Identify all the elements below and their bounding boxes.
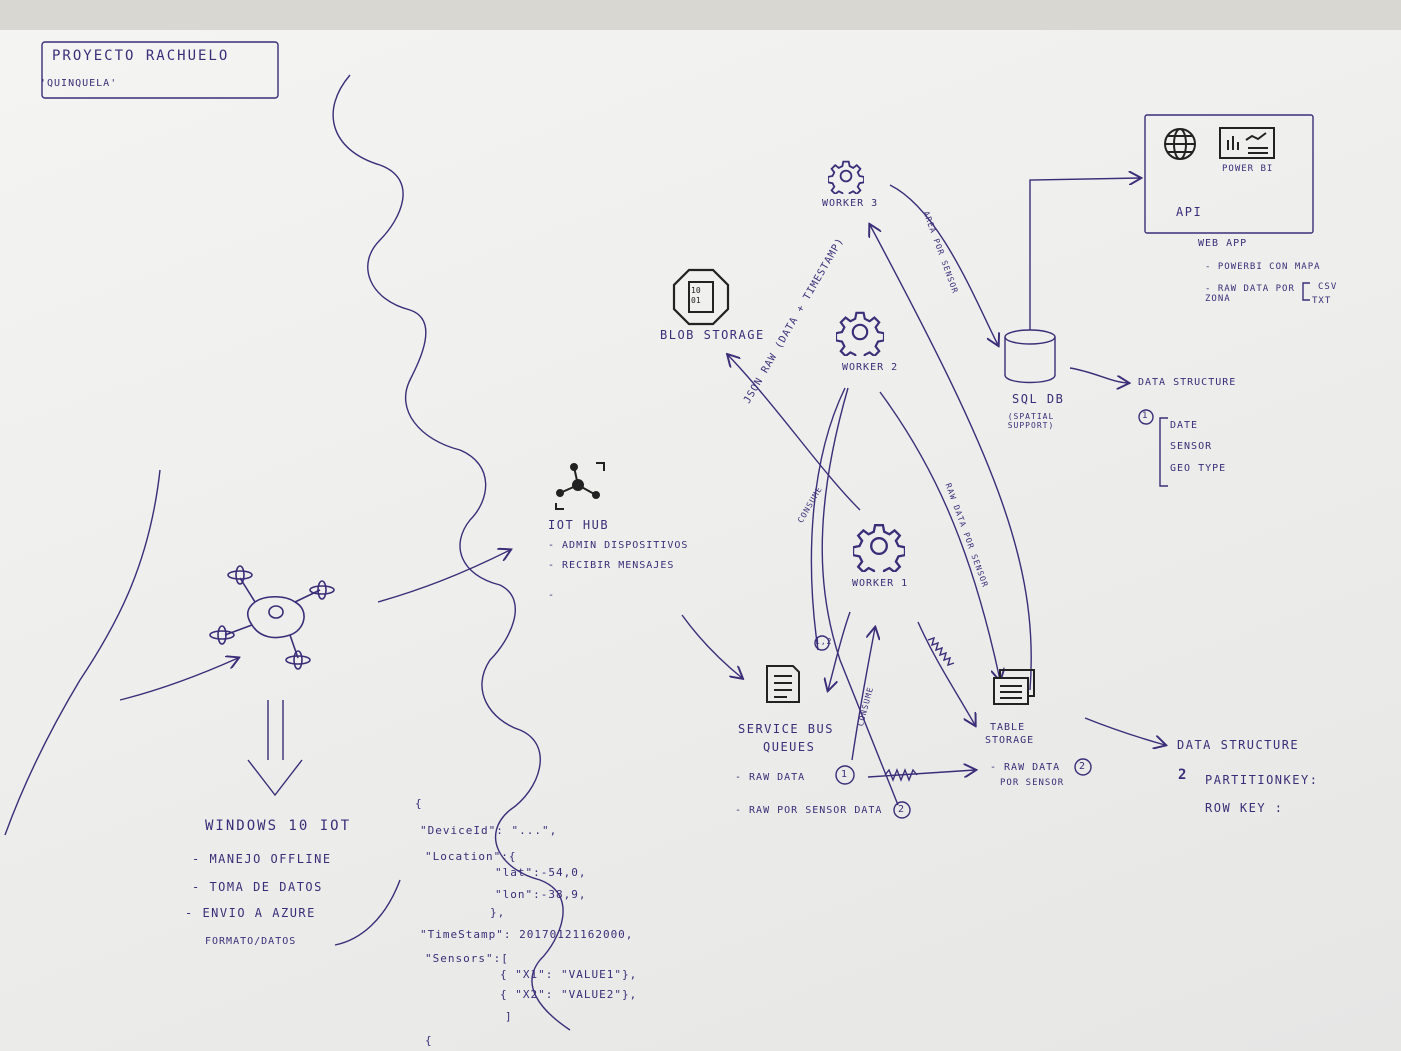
sql-structure-item: DATE bbox=[1170, 420, 1199, 431]
powerbi-label: POWER BI bbox=[1222, 164, 1274, 174]
service-bus-num: 2 bbox=[898, 804, 906, 815]
json-line: { "X2": "VALUE2"}, bbox=[500, 988, 638, 1001]
json-line: }, bbox=[490, 906, 506, 919]
iot-hub-item: - ADMIN DISPOSITIVOS bbox=[548, 540, 689, 551]
table-structure-label: DATA STRUCTURE bbox=[1177, 738, 1300, 752]
iot-hub-item: - RECIBIR MENSAJES bbox=[548, 560, 675, 571]
service-bus-item: - RAW DATA bbox=[735, 772, 806, 783]
service-bus-label: QUEUES bbox=[763, 740, 816, 754]
json-line: { bbox=[425, 1034, 433, 1047]
table-storage-num: 2 bbox=[1079, 761, 1087, 772]
table-storage-label: TABLE bbox=[990, 722, 1026, 733]
web-app-item: - POWERBI CON MAPA bbox=[1205, 262, 1321, 272]
json-line: "Location":{ bbox=[425, 850, 517, 863]
gear-icon bbox=[851, 520, 907, 579]
json-line: { bbox=[415, 797, 423, 810]
sql-db-label: SQL DB bbox=[1012, 392, 1065, 406]
drone-icon bbox=[200, 560, 350, 679]
windows-iot-item: - ENVIO A AZURE bbox=[185, 906, 316, 920]
windows-iot-label: WINDOWS 10 IOT bbox=[205, 818, 352, 834]
json-line: "DeviceId": "...", bbox=[420, 824, 558, 837]
web-app-format: TXT bbox=[1312, 296, 1332, 306]
table-structure-num: 2 bbox=[1178, 767, 1189, 783]
queue-ref-label: 1,2 bbox=[815, 637, 833, 646]
project-title: PROYECTO RACHUELO bbox=[52, 48, 230, 64]
worker-1-label: WORKER 1 bbox=[852, 578, 909, 589]
iot-hub-icon bbox=[552, 455, 608, 515]
river-line bbox=[4, 469, 161, 836]
worker-2-label: WORKER 2 bbox=[842, 362, 899, 373]
sql-structure-item: GEO TYPE bbox=[1170, 463, 1227, 474]
blob-storage-icon: 10 01 bbox=[672, 268, 730, 326]
service-bus-item: - RAW POR SENSOR DATA bbox=[735, 805, 883, 816]
web-app-label: WEB APP bbox=[1198, 238, 1248, 249]
table-storage-item: POR SENSOR bbox=[1000, 778, 1065, 788]
json-line: "Sensors":[ bbox=[425, 952, 509, 965]
globe-icon bbox=[1160, 126, 1200, 166]
windows-iot-note: FORMATO/DATOS bbox=[205, 936, 297, 947]
api-label: API bbox=[1176, 205, 1203, 219]
table-storage-item: - RAW DATA bbox=[990, 762, 1061, 773]
table-structure-item: ROW KEY : bbox=[1205, 801, 1284, 815]
sql-structure-label: DATA STRUCTURE bbox=[1138, 377, 1237, 388]
sql-db-note: (SPATIAL SUPPORT) bbox=[1007, 412, 1055, 430]
gear-icon bbox=[834, 308, 886, 362]
sql-structure-item: SENSOR bbox=[1170, 441, 1213, 452]
iot-hub-label: IOT HUB bbox=[548, 518, 610, 532]
json-line: ] bbox=[505, 1010, 513, 1023]
windows-iot-item: - MANEJO OFFLINE bbox=[192, 852, 332, 866]
web-app-item: - RAW DATA POR ZONA bbox=[1205, 284, 1295, 304]
blob-icon-text: 10 01 bbox=[691, 286, 701, 305]
windows-iot-item: - TOMA DE DATOS bbox=[192, 880, 323, 894]
gear-icon bbox=[827, 158, 865, 199]
json-line: "lon":-38,9, bbox=[495, 888, 587, 901]
wavy-divider bbox=[332, 74, 571, 1031]
paper-sheet bbox=[0, 30, 1401, 1051]
table-storage-label: STORAGE bbox=[985, 735, 1035, 746]
worker-3-label: WORKER 3 bbox=[822, 198, 879, 209]
powerbi-icon bbox=[1218, 126, 1276, 164]
service-bus-label: SERVICE BUS bbox=[738, 722, 834, 736]
sql-structure-num: 1 bbox=[1142, 411, 1149, 421]
web-app-format: CSV bbox=[1318, 282, 1338, 292]
service-bus-num: 1 bbox=[841, 769, 849, 780]
table-structure-item: PARTITIONKEY: bbox=[1205, 773, 1319, 787]
table-storage-icon bbox=[990, 668, 1038, 712]
blob-storage-label: BLOB STORAGE bbox=[660, 328, 765, 342]
json-line: "TimeStamp": 20170121162000, bbox=[420, 928, 634, 941]
json-line: { "X1": "VALUE1"}, bbox=[500, 968, 638, 981]
service-bus-icon bbox=[763, 662, 803, 710]
project-subtitle: 'QUINQUELA' bbox=[40, 78, 118, 89]
json-line: "lat":-54,0, bbox=[495, 866, 587, 879]
iot-hub-item: - bbox=[548, 590, 556, 601]
